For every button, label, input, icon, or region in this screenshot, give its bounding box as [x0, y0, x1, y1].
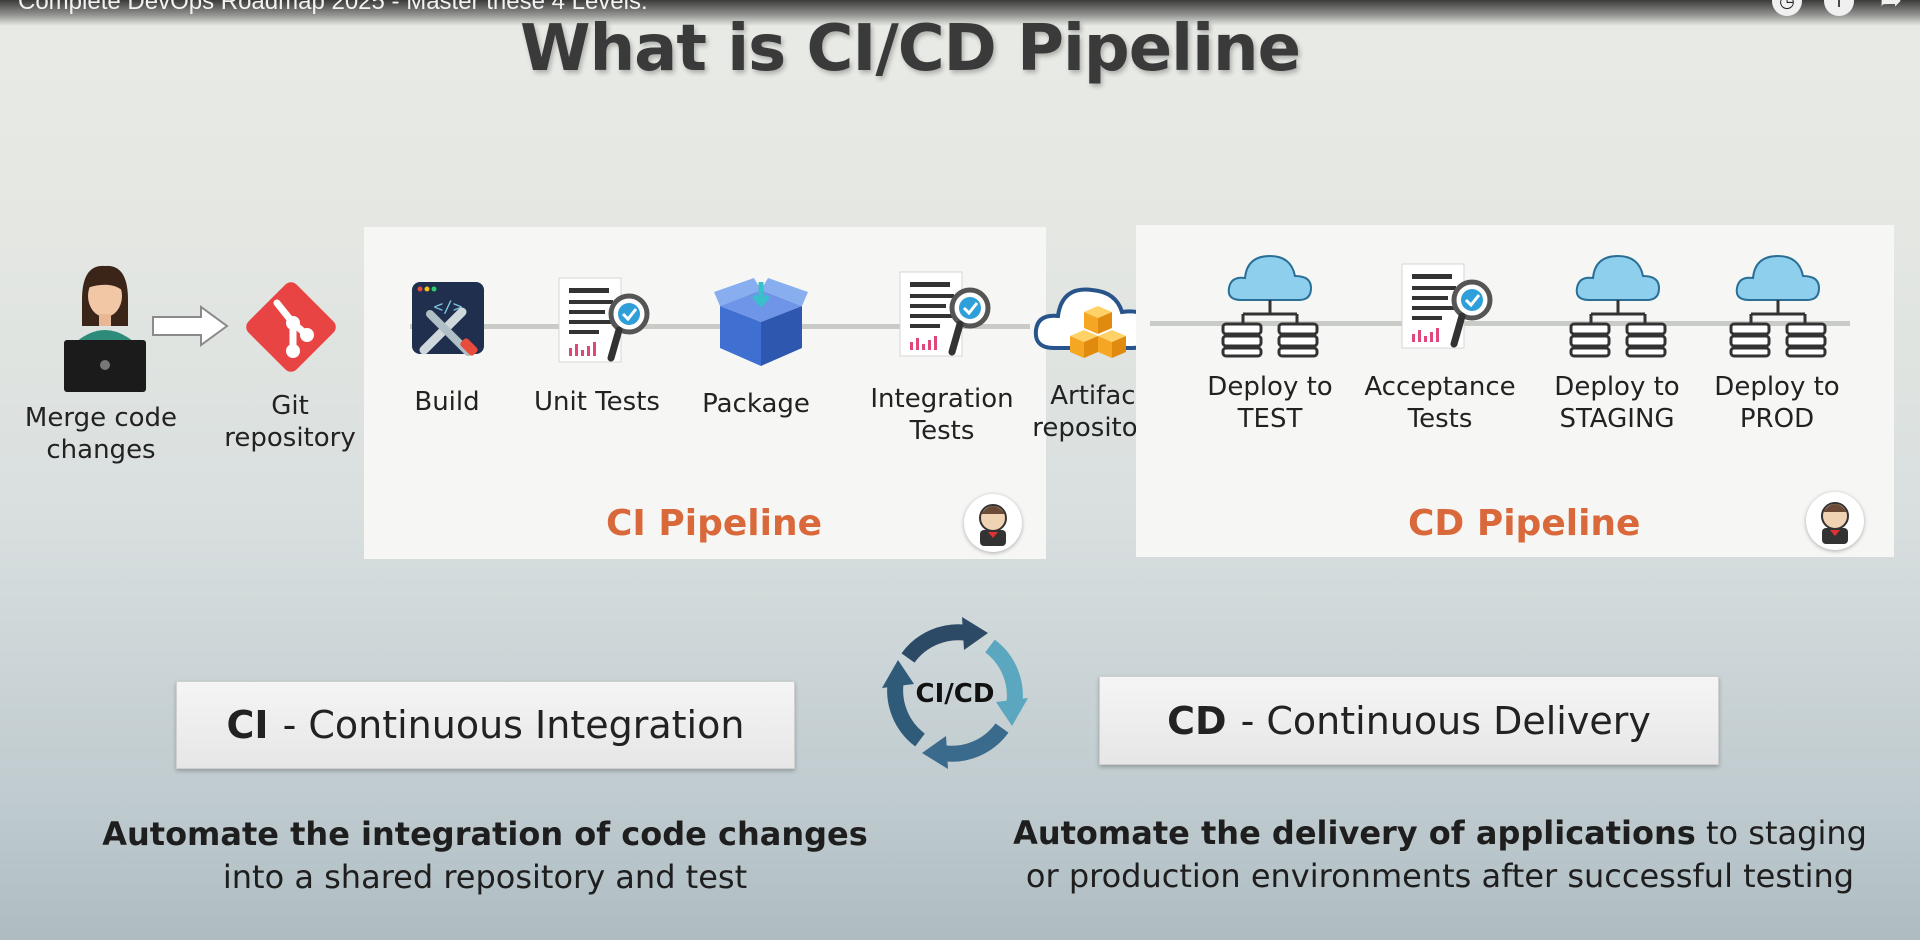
merge-code-label: Merge code changes [24, 403, 178, 465]
cd-step-deploy-prod: Deploy to PROD [1702, 371, 1852, 435]
cd-pipeline-label: CD Pipeline [1408, 503, 1641, 544]
ci-definition-box: CI - Continuous Integration [176, 681, 795, 769]
cd-description: Automate the delivery of applications to… [995, 812, 1885, 898]
developer-icon [64, 265, 146, 392]
git-repository-step: Git repository [210, 390, 370, 454]
cloud-network-icon [1569, 254, 1667, 358]
cd-pipeline-line [1150, 321, 1850, 326]
video-title[interactable]: Complete DevOps Roadmap 2025 - Master th… [18, 0, 648, 15]
cicd-cycle-icon [882, 617, 1028, 769]
build-icon: </> [412, 282, 484, 356]
git-icon [246, 282, 336, 372]
ci-step-integration-tests: Integration Tests [862, 383, 1022, 447]
ci-text: - Continuous Integration [282, 703, 745, 747]
ci-description: Automate the integration of code changes… [90, 813, 880, 899]
cloud-network-icon [1221, 254, 1319, 358]
jenkins-icon [1806, 492, 1864, 550]
ci-description-rest: into a shared repository and test [222, 858, 748, 896]
test-report-icon [558, 277, 650, 363]
cd-abbr: CD [1167, 698, 1227, 743]
ci-step-integration-tests-label: Integration Tests [870, 384, 1014, 446]
git-repository-label: Git repository [224, 391, 356, 453]
cd-step-deploy-staging: Deploy to STAGING [1542, 371, 1692, 435]
video-top-bar [0, 0, 1920, 26]
cd-step-deploy-staging-label: Deploy to STAGING [1554, 372, 1680, 434]
arrow-right-icon [152, 305, 229, 347]
cd-step-deploy-test: Deploy to TEST [1195, 371, 1345, 435]
cd-description-rest-2: or production environments after success… [1025, 857, 1855, 895]
cd-step-deploy-prod-label: Deploy to PROD [1714, 372, 1840, 434]
cd-step-acceptance-tests: Acceptance Tests [1360, 371, 1520, 435]
merge-code-step: Merge code changes [20, 402, 182, 466]
ci-step-build-label: Build [414, 387, 480, 417]
ci-step-package-label: Package [702, 389, 810, 419]
cd-description-rest-1: to staging [1695, 814, 1867, 852]
ci-step-unit-tests-label: Unit Tests [534, 387, 660, 417]
ci-step-unit-tests: Unit Tests [527, 386, 667, 418]
cd-text: - Continuous Delivery [1240, 698, 1651, 743]
ci-pipeline-label: CI Pipeline [606, 503, 822, 544]
video-top-icons: ◷ i ➦ [1772, 0, 1906, 16]
jenkins-icon [964, 494, 1022, 552]
cd-definition-box: CD - Continuous Delivery [1099, 676, 1719, 765]
info-icon[interactable]: i [1824, 0, 1854, 16]
cd-description-bold: Automate the delivery of applications [1013, 814, 1696, 852]
svg-text:</>: </> [434, 297, 463, 316]
ci-step-package: Package [696, 388, 816, 420]
cicd-badge-label: CI/CD [915, 679, 995, 709]
share-icon[interactable]: ➦ [1880, 0, 1902, 16]
cd-step-acceptance-tests-label: Acceptance Tests [1364, 372, 1516, 434]
clock-icon[interactable]: ◷ [1772, 0, 1802, 16]
ci-description-bold: Automate the integration of code changes [102, 815, 868, 853]
ci-step-build: Build [387, 386, 507, 418]
ci-abbr: CI [226, 703, 269, 747]
page-title: What is CI/CD Pipeline [520, 12, 1301, 86]
cd-step-deploy-test-label: Deploy to TEST [1207, 372, 1333, 434]
cloud-network-icon [1729, 254, 1827, 358]
test-report-icon [899, 271, 991, 357]
package-box-icon [714, 278, 808, 366]
test-report-icon [1401, 263, 1493, 349]
